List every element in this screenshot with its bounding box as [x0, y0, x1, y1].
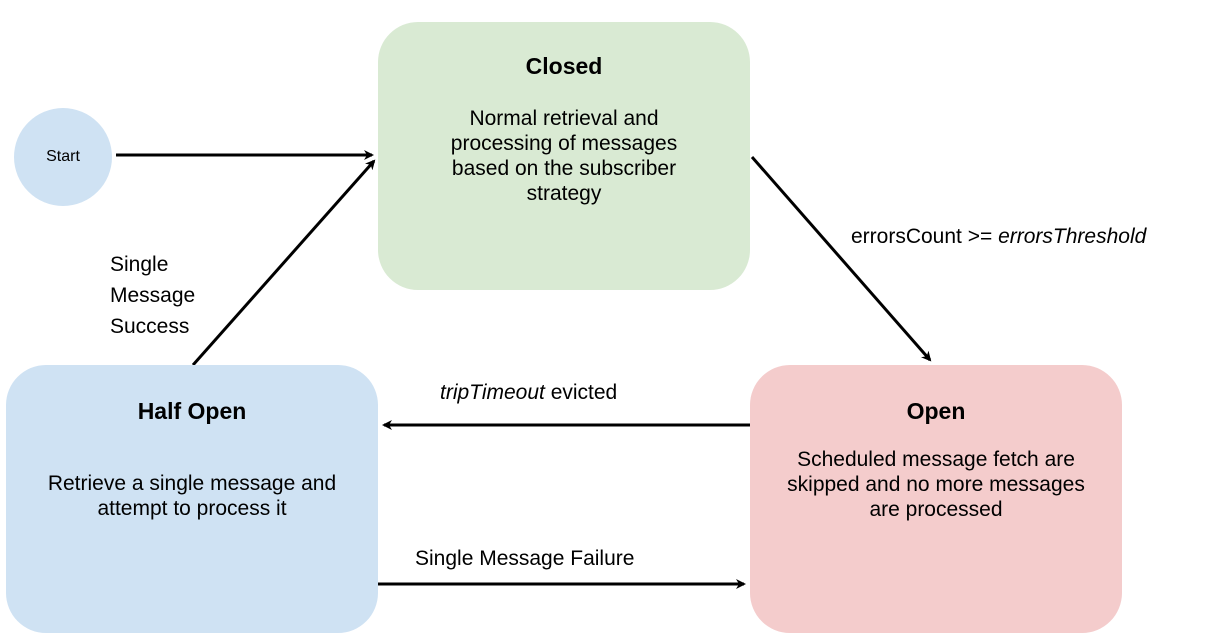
edge-label-single-failure: Single Message Failure: [415, 547, 635, 570]
trip-timeout-text: tripTimeout: [440, 381, 545, 404]
open-state-node: Open Scheduled message fetch are skipped…: [750, 365, 1122, 633]
half-open-state-node: Half Open Retrieve a single message and …: [6, 365, 378, 633]
half-open-state-title: Half Open: [137, 398, 247, 424]
closed-state-node: Closed Normal retrieval and processing o…: [378, 22, 750, 290]
open-state-title: Open: [906, 398, 966, 424]
edge-half-open-to-closed: [191, 159, 376, 366]
errors-threshold-text: errorsThreshold: [998, 225, 1147, 248]
half-open-state-description: Retrieve a single message and attempt to…: [47, 472, 337, 520]
evicted-text: evicted: [544, 381, 618, 404]
closed-state-title: Closed: [525, 53, 603, 79]
edge-closed-to-open: [750, 156, 932, 362]
errors-count-text: errorsCount >=: [851, 225, 999, 248]
edge-label-trip-timeout: tripTimeout evicted: [440, 380, 617, 405]
edge-label-errors-threshold: errorsCount >= errorsThreshold: [851, 224, 1146, 249]
closed-state-description: Normal retrieval and processing of messa…: [450, 107, 678, 205]
open-state-description: Scheduled message fetch are skipped and …: [787, 448, 1085, 521]
edge-label-single-success: Single Message Success: [110, 253, 196, 338]
start-node: Start: [14, 108, 112, 206]
start-label: Start: [46, 148, 80, 165]
